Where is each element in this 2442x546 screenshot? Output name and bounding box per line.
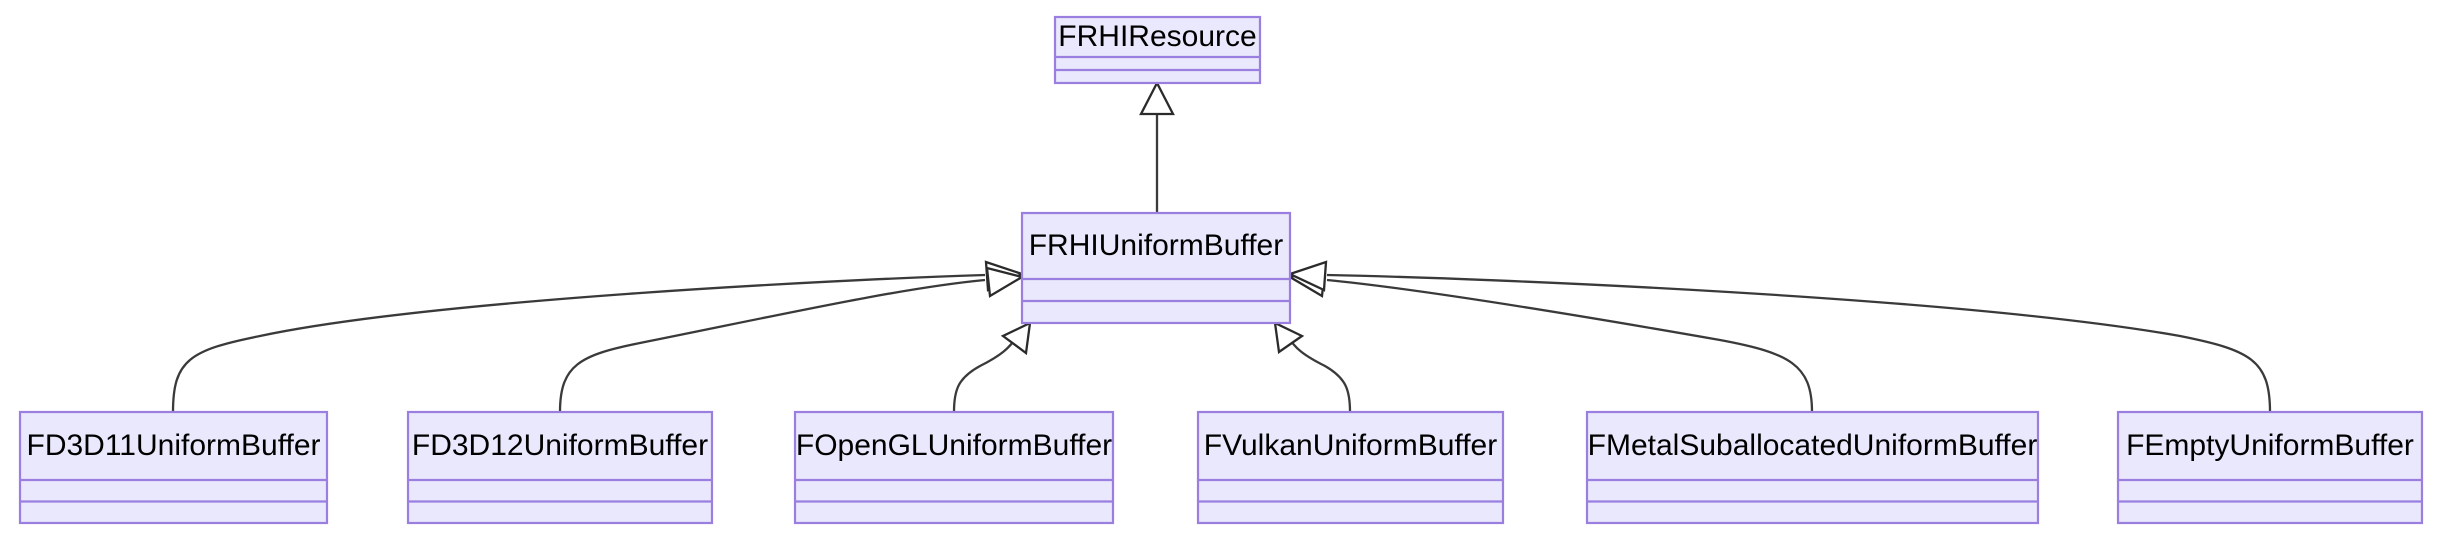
class-box-frame xyxy=(1585,410,2040,525)
edge-line xyxy=(1326,278,1814,413)
class-name-label: FVulkanUniformBuffer xyxy=(1204,429,1497,462)
inheritance-edge xyxy=(1286,260,2272,413)
class-name-label: FD3D12UniformBuffer xyxy=(412,429,708,462)
class-box-frame xyxy=(406,410,714,525)
class-box-frame xyxy=(1020,211,1292,325)
inheritance-edge xyxy=(558,266,1025,413)
class-box[interactable]: FMetalSuballocatedUniformBuffer xyxy=(1585,410,2040,525)
class-box-frame xyxy=(18,410,329,525)
class-name-label: FD3D11UniformBuffer xyxy=(27,429,321,462)
generalization-arrowhead-icon xyxy=(1139,80,1175,116)
generalization-arrowhead-icon xyxy=(985,266,1025,298)
class-box[interactable]: FVulkanUniformBuffer xyxy=(1196,410,1505,525)
inheritance-edge xyxy=(171,260,1026,413)
class-name-label: FRHIUniformBuffer xyxy=(1029,229,1284,262)
class-box[interactable]: FEmptyUniformBuffer xyxy=(2116,410,2424,525)
edge-line xyxy=(171,273,986,413)
class-box[interactable]: FOpenGLUniformBuffer xyxy=(793,410,1115,525)
inheritance-edge xyxy=(1139,80,1175,213)
inheritance-edge xyxy=(952,321,1032,413)
generalization-arrowhead-icon xyxy=(1286,260,1328,292)
class-box-frame xyxy=(2116,410,2424,525)
inheritance-edge xyxy=(1287,266,1814,413)
generalization-arrowhead-icon xyxy=(1273,321,1305,355)
edge-line xyxy=(558,278,986,413)
class-name-label: FEmptyUniformBuffer xyxy=(2126,429,2414,462)
class-name-label: FOpenGLUniformBuffer xyxy=(796,429,1112,462)
inheritance-edges-layer xyxy=(171,80,2272,413)
edge-line xyxy=(1326,273,2272,413)
inheritance-edge xyxy=(1273,321,1352,413)
class-name-label: FRHIResource xyxy=(1058,20,1256,53)
class-box-frame xyxy=(1053,15,1262,85)
class-box-frame xyxy=(1196,410,1505,525)
class-box[interactable]: FRHIResource xyxy=(1053,15,1262,85)
edge-line xyxy=(1286,335,1352,413)
class-box[interactable]: FD3D12UniformBuffer xyxy=(406,410,714,525)
class-box[interactable]: FRHIUniformBuffer xyxy=(1020,211,1292,325)
generalization-arrowhead-icon xyxy=(1000,321,1032,356)
edge-line xyxy=(952,335,1018,413)
class-box-frame xyxy=(793,410,1115,525)
class-boxes-layer: FRHIResourceFRHIUniformBufferFD3D11Unifo… xyxy=(18,15,2424,525)
class-box[interactable]: FD3D11UniformBuffer xyxy=(18,410,329,525)
class-name-label: FMetalSuballocatedUniformBuffer xyxy=(1588,429,2038,462)
